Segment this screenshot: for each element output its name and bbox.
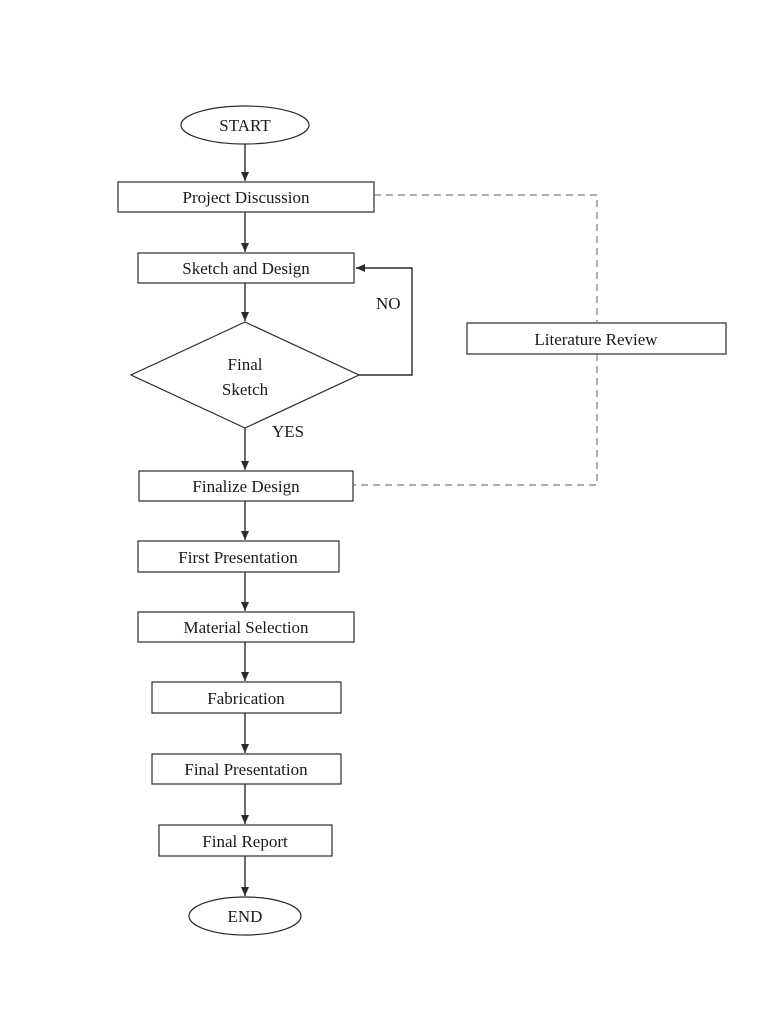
dashed-link-literature-finalize-design — [353, 354, 598, 486]
step-fabrication: Fabrication — [151, 681, 342, 714]
decision-yes-label: YES — [272, 422, 304, 441]
start-terminator: START — [180, 105, 310, 145]
end-terminator: END — [188, 896, 302, 936]
step-fabrication-label: Fabrication — [207, 689, 285, 708]
decision-no-label: NO — [376, 294, 401, 313]
decision-line2: Sketch — [222, 380, 269, 399]
step-literature-review: Literature Review — [466, 322, 727, 355]
step-first-presentation-label: First Presentation — [178, 548, 298, 567]
step-final-presentation: Final Presentation — [151, 753, 342, 785]
step-finalize-design-label: Finalize Design — [192, 477, 300, 496]
decision-line1: Final — [228, 355, 263, 374]
step-final-report-label: Final Report — [202, 832, 288, 851]
step-project-discussion-label: Project Discussion — [182, 188, 310, 207]
decision-final-sketch: Final Sketch — [129, 321, 361, 429]
step-sketch-and-design: Sketch and Design — [137, 252, 355, 284]
step-final-presentation-label: Final Presentation — [184, 760, 308, 779]
end-label: END — [228, 907, 263, 926]
step-literature-review-label: Literature Review — [534, 330, 658, 349]
step-project-discussion: Project Discussion — [117, 181, 375, 213]
step-sketch-and-design-label: Sketch and Design — [182, 259, 310, 278]
step-material-selection-label: Material Selection — [183, 618, 309, 637]
step-first-presentation: First Presentation — [137, 540, 340, 573]
arrow-no-loop-to-sketch — [356, 264, 413, 376]
step-final-report: Final Report — [158, 824, 333, 857]
dashed-link-project-discussion-literature — [374, 194, 598, 323]
step-finalize-design: Finalize Design — [138, 470, 354, 502]
step-material-selection: Material Selection — [137, 611, 355, 643]
start-label: START — [219, 116, 271, 135]
